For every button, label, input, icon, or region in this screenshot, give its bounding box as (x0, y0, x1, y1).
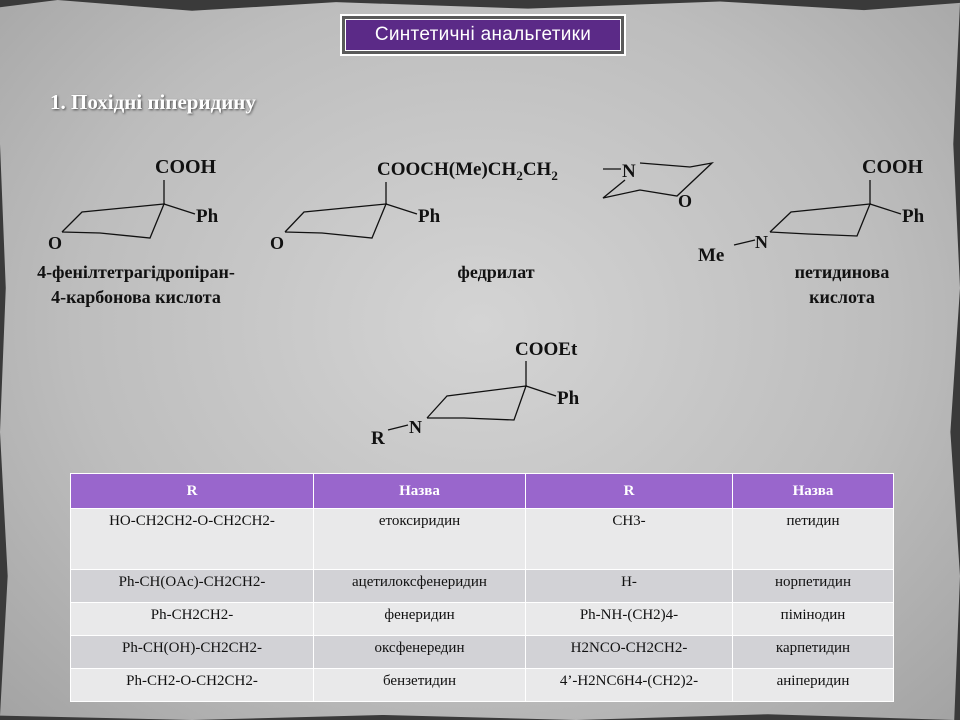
chemical-structures: COOH Ph O 4-фенілтетрагідропіран- 4-карб… (37, 156, 925, 449)
table-cell: норпетидин (732, 569, 894, 603)
table-cell: Ph-NH-(CH2)4- (525, 602, 733, 636)
ring-bonds (769, 203, 872, 237)
section-heading: 1. Похідні піперидину (50, 90, 256, 114)
table-cell: аніперидин (732, 668, 894, 702)
table-cell: карпетидин (732, 635, 894, 669)
phenyl-label: Ph (902, 206, 925, 227)
table-cell: HO-CH2CH2-O-CH2CH2- (70, 508, 314, 570)
subscript-a: 2 (516, 168, 523, 183)
subscript-b: 2 (551, 168, 558, 183)
table-row: HO-CH2CH2-O-CH2CH2- етоксиридин CH3- пет… (70, 508, 894, 570)
ester-part-b: CH (523, 159, 552, 180)
slide-title-text: Синтетичні анальгетики (345, 19, 621, 51)
structure-fedrilate: O Ph COOCH(Me)CH2CH2 N O федрилат (270, 159, 715, 282)
structure-pethidinic-acid: COOH Ph N Me петидинова кислота (698, 156, 925, 307)
acid-group-label: COOH (862, 156, 924, 178)
r-bond (387, 424, 409, 431)
table-row: Ph-CH2-O-CH2CH2- бензетидин 4’-H2NC6H4-(… (70, 668, 894, 702)
ring-bonds (284, 203, 388, 239)
oxygen-label: O (270, 233, 284, 253)
ring-bonds (426, 385, 527, 421)
ester-part-a: COOCH(Me)CH (377, 159, 517, 180)
table-cell: фенеридин (313, 602, 526, 636)
caption: федрилат (457, 262, 534, 282)
table-cell: H- (525, 569, 733, 603)
derivatives-table: R Назва R Назва HO-CH2CH2-O-CH2CH2- еток… (70, 473, 894, 702)
r-label: R (371, 428, 385, 449)
methyl-bond (733, 239, 756, 246)
header-r-1: R (70, 473, 314, 509)
table-cell: оксфенередин (313, 635, 526, 669)
table-row: Ph-CH(OH)-CH2CH2- оксфенередин H2NCO-CH2… (70, 635, 894, 669)
table-cell: Ph-CH(OH)-CH2CH2- (70, 635, 314, 669)
ester-chain-label: COOCH(Me)CH2CH2 (377, 159, 558, 183)
table-cell: бензетидин (313, 668, 526, 702)
phenyl-bond (525, 385, 557, 397)
oxygen-label: O (48, 233, 62, 253)
caption-line-1: петидинова (795, 262, 890, 282)
morpholine-ring-bonds (602, 161, 715, 199)
table-cell: пімінодин (732, 602, 894, 636)
table-cell: Ph-CH2CH2- (70, 602, 314, 636)
slide-title: Синтетичні анальгетики (340, 14, 626, 56)
table-cell: 4’-H2NC6H4-(CH2)2- (525, 668, 733, 702)
table-cell: ацетилоксфенеридин (313, 569, 526, 603)
table-cell: CH3- (525, 508, 733, 570)
table-row: Ph-CH(OAc)-CH2CH2- ацетилоксфенеридин H-… (70, 569, 894, 603)
table-cell: петидин (732, 508, 894, 570)
nitrogen-label: N (409, 417, 422, 437)
caption-line-1: 4-фенілтетрагідропіран- (37, 262, 235, 282)
table-cell: Ph-CH(OAc)-CH2CH2- (70, 569, 314, 603)
phenyl-label: Ph (196, 206, 219, 227)
header-name-2: Назва (732, 473, 894, 509)
phenyl-label: Ph (557, 388, 580, 409)
caption-line-2: кислота (809, 287, 875, 307)
caption-line-2: 4-карбонова кислота (51, 287, 221, 307)
morpholine-n-label: N (622, 161, 636, 182)
table-cell: H2NCO-CH2CH2- (525, 635, 733, 669)
phenyl-label: Ph (418, 206, 441, 227)
header-r-2: R (525, 473, 733, 509)
structure-general-piperidine: COOEt Ph N R (371, 339, 580, 449)
morpholine-o-label: O (678, 191, 692, 211)
structure-tetrahydropyran-acid: COOH Ph O 4-фенілтетрагідропіран- 4-карб… (37, 156, 235, 307)
derivatives-table-wrap: R Назва R Назва HO-CH2CH2-O-CH2CH2- еток… (70, 473, 894, 702)
table-cell: етоксиридин (313, 508, 526, 570)
acid-group-label: COOH (155, 156, 217, 178)
table-row: Ph-CH2CH2- фенеридин Ph-NH-(CH2)4- пімін… (70, 602, 894, 636)
phenyl-bond (385, 203, 418, 215)
header-name-1: Назва (313, 473, 526, 509)
ring-bonds (61, 203, 166, 239)
methyl-label: Me (698, 245, 724, 266)
table-header-row: R Назва R Назва (70, 473, 894, 509)
nitrogen-label: N (755, 232, 768, 252)
phenyl-bond (163, 203, 196, 215)
table-cell: Ph-CH2-O-CH2CH2- (70, 668, 314, 702)
ester-label: COOEt (515, 339, 578, 360)
phenyl-bond (869, 203, 902, 215)
